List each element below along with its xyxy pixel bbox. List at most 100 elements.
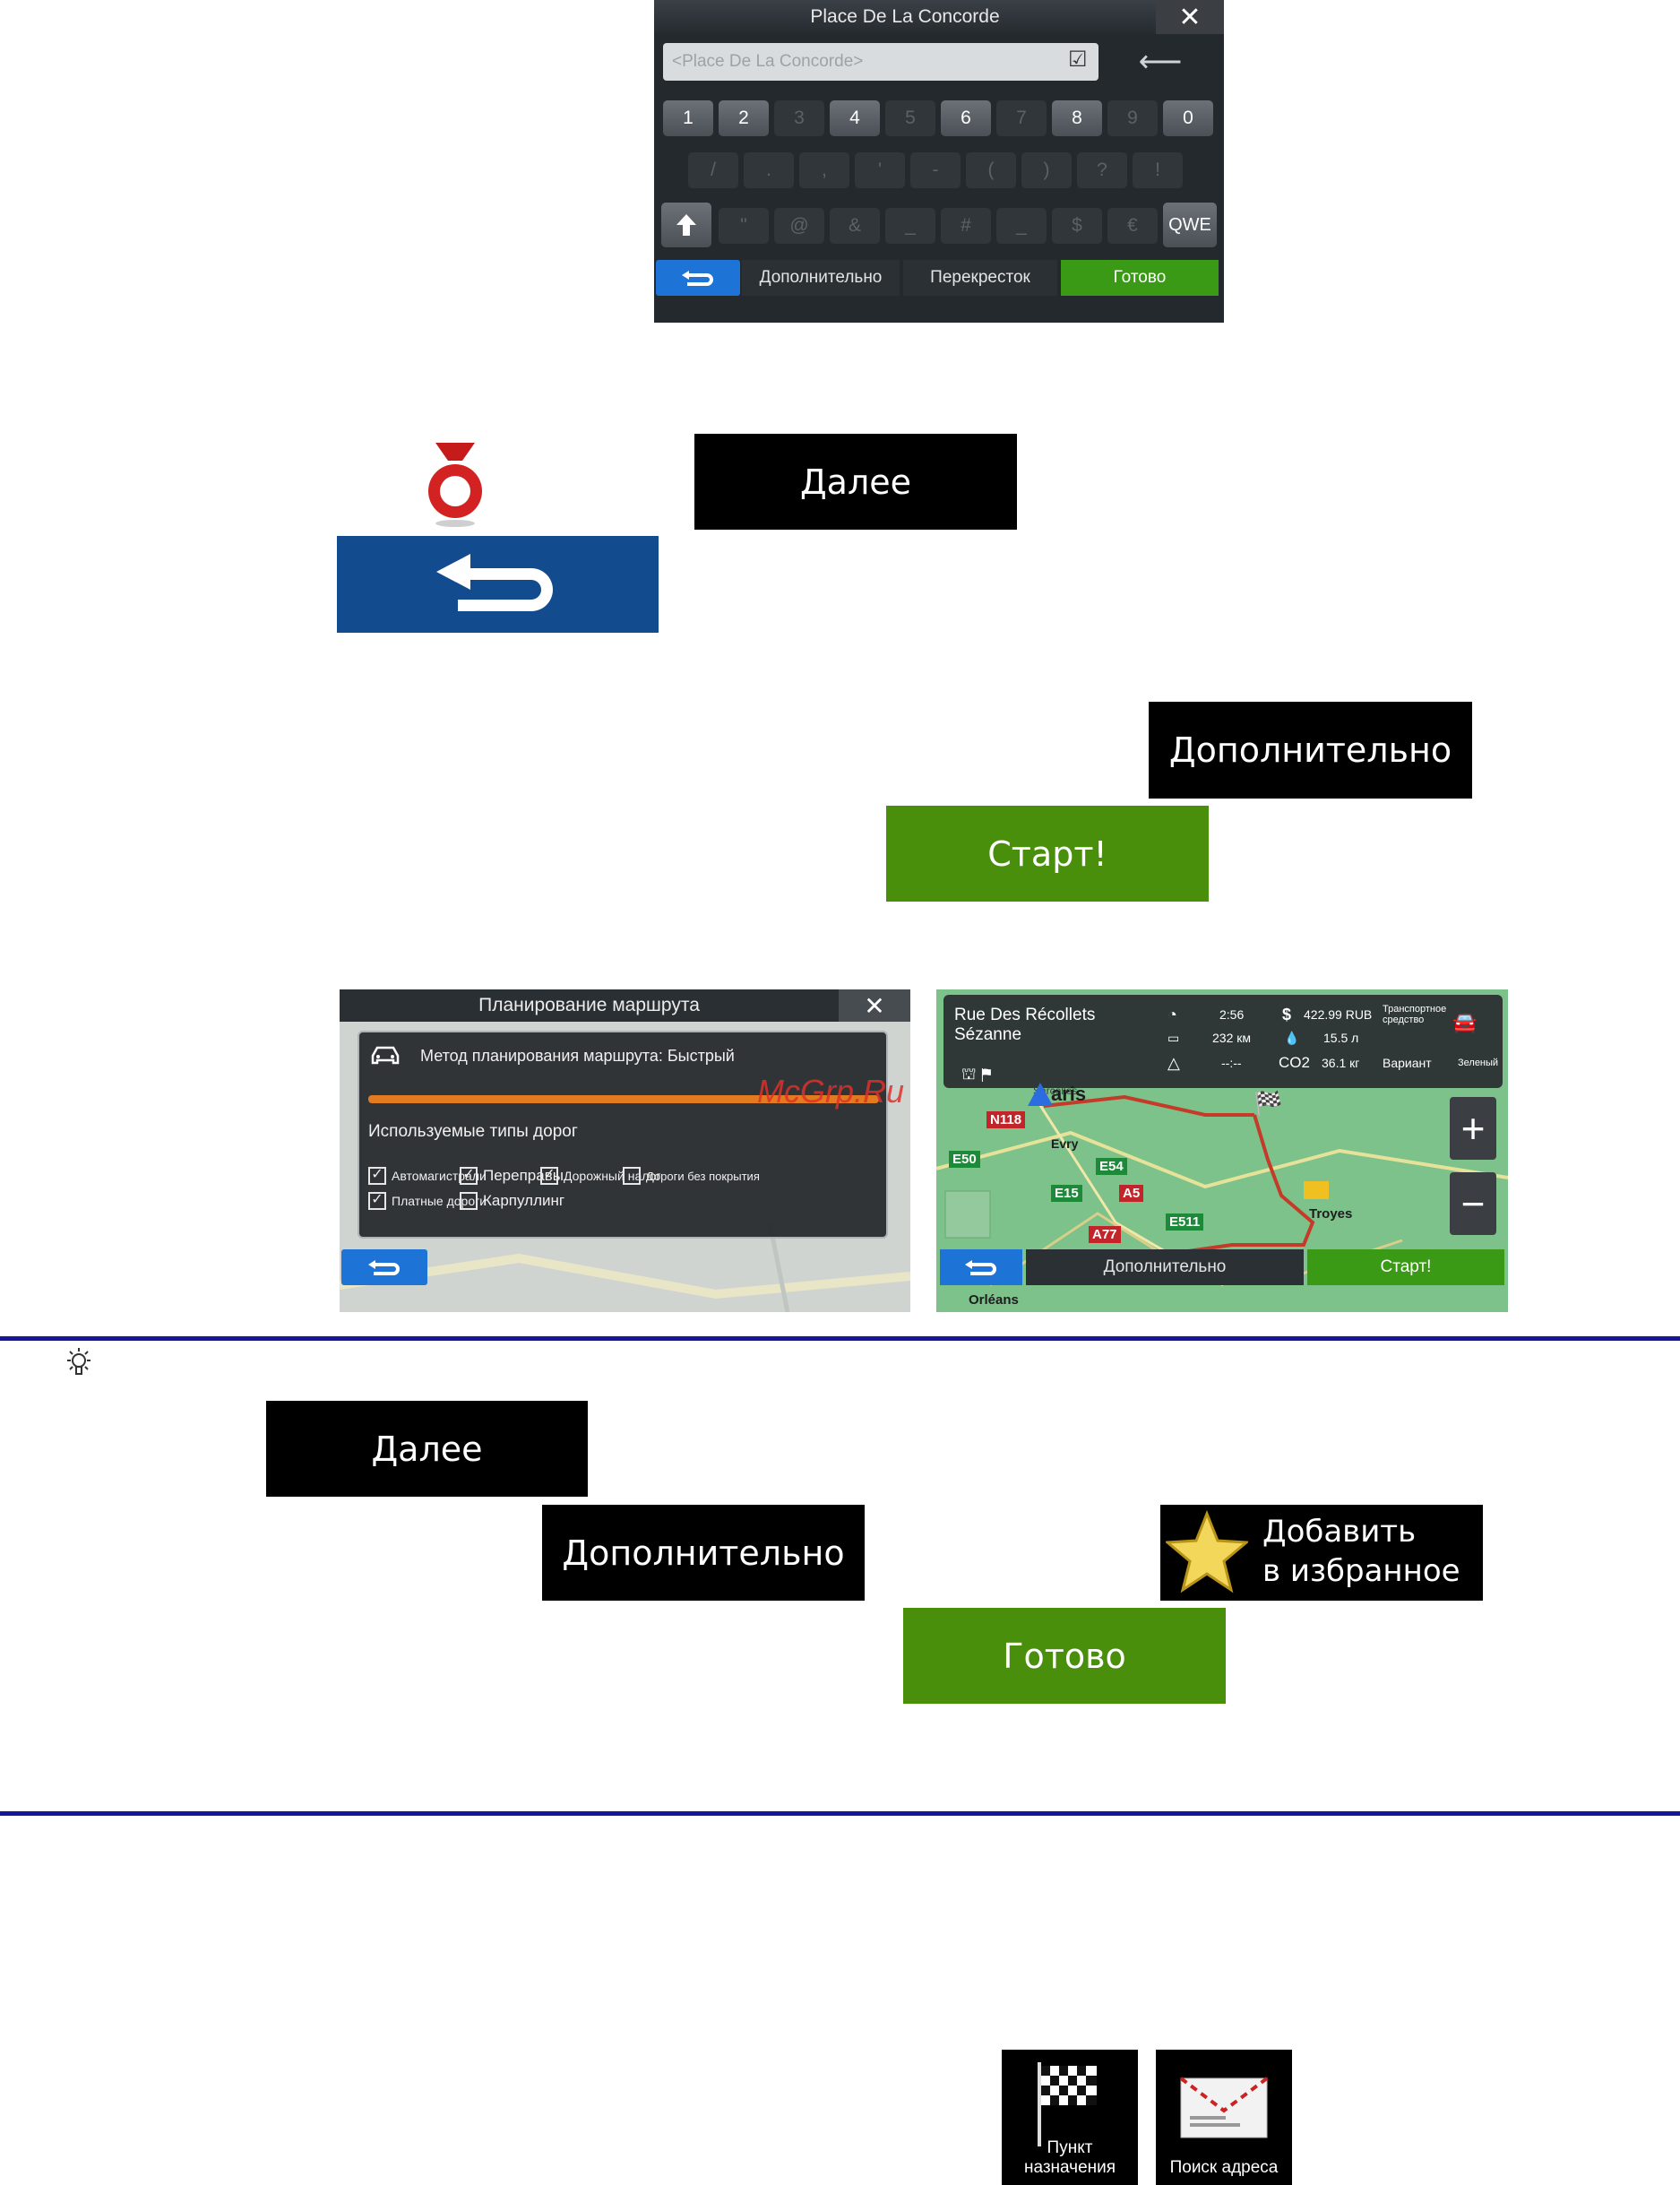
destination-menu-tile[interactable]: Пункт назначения	[1002, 2050, 1138, 2185]
route-co2: 36.1 кг	[1322, 1056, 1360, 1070]
keyboard-key[interactable]: 3	[774, 100, 824, 136]
keyboard-key[interactable]: $	[1052, 208, 1102, 244]
zoom-in-button[interactable]: +	[1450, 1097, 1496, 1160]
shift-icon[interactable]	[661, 203, 711, 247]
keyboard-key[interactable]: _	[996, 208, 1047, 244]
destination-pin-icon	[419, 441, 491, 527]
keyboard-key[interactable]: 2	[719, 100, 769, 136]
method-slider[interactable]	[368, 1095, 879, 1103]
keyboard-key[interactable]: !	[1133, 152, 1183, 188]
road-sign: A5	[1119, 1185, 1144, 1202]
co2-label: CO2	[1279, 1054, 1310, 1071]
backspace-icon[interactable]: ⟵	[1138, 45, 1183, 79]
route-planning-title: Планирование маршрута	[340, 989, 839, 1022]
keyboard-key[interactable]: ,	[799, 152, 849, 188]
car-icon	[371, 1046, 400, 1065]
route-time: 2:56	[1219, 1007, 1245, 1022]
keyboard-key[interactable]: 1	[663, 100, 713, 136]
done-button[interactable]: Готово	[1061, 260, 1219, 296]
cost-icon: $	[1282, 1006, 1292, 1023]
more-button[interactable]: Дополнительно	[1149, 702, 1472, 799]
back-arrow-icon	[435, 554, 553, 611]
eta-icon: △	[1167, 1054, 1180, 1072]
road-type-checkbox[interactable]: ✓Платные дороги	[368, 1192, 487, 1210]
route-cost: 422.99 RUB	[1304, 1007, 1373, 1022]
road-type-checkbox[interactable]: ✓Переправы	[460, 1167, 564, 1185]
keyboard-title: Place De La Concorde	[654, 0, 1156, 34]
keyboard-key[interactable]: 7	[996, 100, 1047, 136]
keyboard-key[interactable]: /	[688, 152, 738, 188]
street-name: Rue Des Récollets	[954, 1006, 1096, 1024]
road-types-label: Используемые типы дорог	[368, 1122, 578, 1141]
zoom-out-button[interactable]: −	[1450, 1172, 1496, 1235]
back-button[interactable]	[940, 1249, 1022, 1285]
road-type-label: Платные дороги	[392, 1194, 487, 1208]
variant-value: Зеленый	[1458, 1058, 1499, 1068]
more-button[interactable]: Дополнительно	[742, 260, 900, 296]
next-button[interactable]: Далее	[694, 434, 1017, 530]
checkbox-empty-icon	[623, 1167, 641, 1185]
keyboard-key[interactable]: "	[719, 208, 769, 244]
keyboard-key[interactable]: 8	[1052, 100, 1102, 136]
crossing-button[interactable]: Перекресток	[903, 260, 1057, 296]
keyboard-key[interactable]: .	[744, 152, 794, 188]
road-sign: E511	[1166, 1213, 1204, 1231]
road-sign: N118	[986, 1111, 1026, 1128]
road-type-label: Переправы	[483, 1167, 564, 1184]
place-label: Orléans	[969, 1292, 1019, 1308]
time-icon: ◔	[1167, 1006, 1177, 1023]
checkbox-empty-icon	[460, 1192, 478, 1210]
keyboard-key[interactable]: -	[910, 152, 961, 188]
keyboard-key[interactable]: (	[966, 152, 1016, 188]
lightbulb-icon	[63, 1347, 95, 1379]
add-favorite-button[interactable]: Добавить в избранное	[1160, 1505, 1483, 1601]
checkbox-icon[interactable]: ☑	[1068, 48, 1088, 72]
road-type-checkbox[interactable]: ✓Автомагистрали	[368, 1167, 487, 1185]
watermark: McGrp.Ru	[757, 1073, 905, 1110]
road-type-checkbox[interactable]: Карпуллинг	[460, 1192, 564, 1210]
checkered-flag-icon	[1038, 2062, 1097, 2146]
road-type-checkbox[interactable]: Дороги без покрытия	[623, 1167, 760, 1185]
back-button[interactable]	[656, 260, 740, 296]
keyboard-key[interactable]: )	[1021, 152, 1072, 188]
address-search-menu-tile[interactable]: Поиск адреса	[1156, 2050, 1292, 2185]
road-type-checkbox[interactable]: ✓Дорожный налог	[540, 1167, 660, 1185]
keyboard-key[interactable]: @	[774, 208, 824, 244]
road-sign: E50	[949, 1151, 980, 1168]
add-favorite-label-line1: Добавить	[1262, 1514, 1417, 1550]
more-button[interactable]: Дополнительно	[542, 1505, 865, 1601]
keyboard-key[interactable]: 6	[941, 100, 991, 136]
keyboard-key[interactable]: 4	[830, 100, 880, 136]
distance-icon: ▭	[1167, 1031, 1180, 1045]
keyboard-key[interactable]: ?	[1077, 152, 1127, 188]
route-summary-panel: Rue Des Récollets Sézanne ⛫ ⚑ ◔ 2:56 ▭ 2…	[943, 995, 1503, 1088]
keyboard-key[interactable]: 9	[1107, 100, 1158, 136]
more-button[interactable]: Дополнительно	[1026, 1249, 1304, 1285]
done-button[interactable]: Готово	[903, 1608, 1226, 1704]
keyboard-key[interactable]: '	[855, 152, 905, 188]
add-favorite-label-line2: в избранное	[1262, 1553, 1460, 1589]
back-button[interactable]	[341, 1249, 427, 1285]
keyboard-key[interactable]: 5	[885, 100, 935, 136]
road-type-label: Карпуллинг	[483, 1192, 565, 1209]
fuel-icon: 💧	[1284, 1031, 1300, 1045]
planning-method: Метод планирования маршрута: Быстрый	[420, 1047, 735, 1065]
start-button[interactable]: Старт!	[1307, 1249, 1504, 1285]
address-input[interactable]: <Place De La Concorde> ☑	[663, 43, 1098, 81]
keyboard-key[interactable]: €	[1107, 208, 1158, 244]
close-icon[interactable]: ✕	[1156, 0, 1224, 34]
back-button-large[interactable]	[337, 536, 659, 633]
close-icon[interactable]: ✕	[839, 989, 910, 1022]
address-search-tile-label: Поиск адреса	[1169, 2158, 1279, 2177]
route-map-screenshot: Rue Des Récollets Sézanne ⛫ ⚑ ◔ 2:56 ▭ 2…	[936, 989, 1508, 1312]
keyboard-key[interactable]: _	[885, 208, 935, 244]
keyboard-key[interactable]: &	[830, 208, 880, 244]
next-button[interactable]: Далее	[266, 1401, 588, 1497]
layout-switch-key[interactable]: QWE	[1163, 203, 1217, 247]
road-sign: E15	[1051, 1185, 1082, 1202]
start-button[interactable]: Старт!	[886, 806, 1209, 902]
keyboard-key[interactable]: #	[941, 208, 991, 244]
place-label: Troyes	[1309, 1206, 1353, 1222]
keyboard-key[interactable]: 0	[1163, 100, 1213, 136]
variant-label: Вариант	[1383, 1056, 1432, 1070]
